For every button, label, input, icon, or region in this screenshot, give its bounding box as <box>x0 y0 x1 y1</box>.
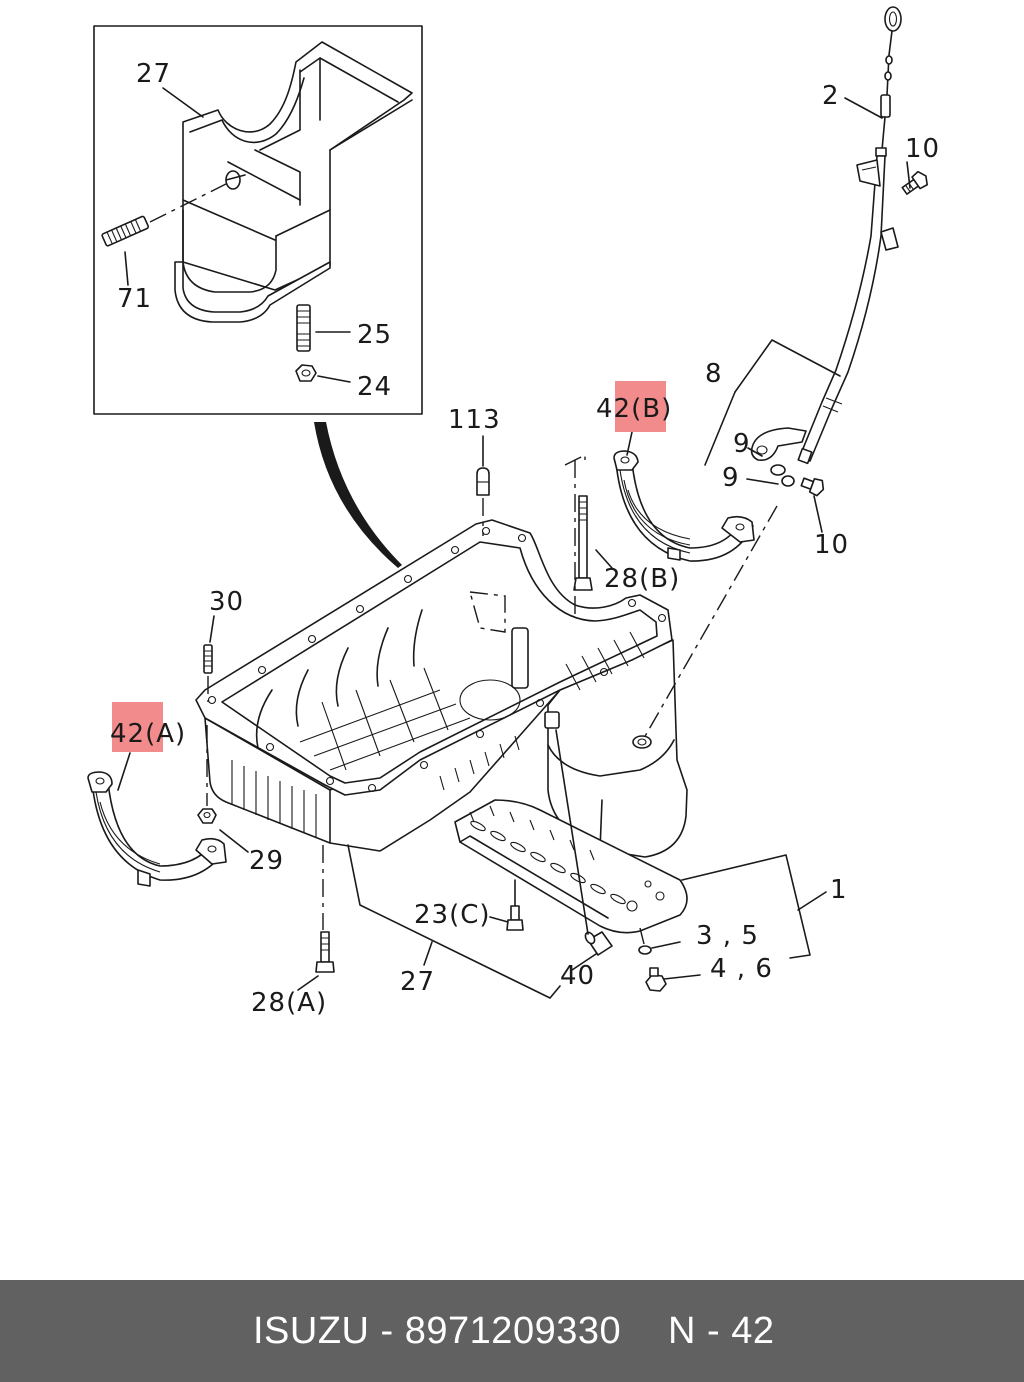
callout-4-6: 4 , 6 <box>710 954 773 984</box>
callout-3-5: 3 , 5 <box>696 921 759 951</box>
callout-23c: 23(C) <box>414 900 491 930</box>
callout-8: 8 <box>705 359 723 389</box>
parts-diagram: 27 71 25 24 <box>87 6 940 1018</box>
dipstick-drawing <box>797 6 902 465</box>
gasket-42b-drawing <box>613 450 755 562</box>
callout-27-pan: 27 <box>400 967 435 997</box>
bolt-28a-drawing <box>315 931 335 973</box>
washer-3-5-drawing <box>638 945 652 955</box>
footer-page-reference: N - 42 <box>668 1310 775 1352</box>
bolt-23c-drawing <box>506 905 524 931</box>
bracket-8-drawing <box>750 427 807 462</box>
callout-42a: 42(A) <box>110 719 186 749</box>
stud-30-drawing <box>203 644 213 674</box>
callout-40: 40 <box>560 961 595 991</box>
callout-28b: 28(B) <box>604 564 680 594</box>
callout-inset-71: 71 <box>117 284 152 314</box>
callout-9-lower: 9 <box>722 463 740 493</box>
callout-2: 2 <box>822 81 840 111</box>
leader-lines <box>117 97 911 999</box>
callout-113: 113 <box>448 405 501 435</box>
inset-pan-corner <box>174 41 413 323</box>
callout-30: 30 <box>209 587 244 617</box>
tube-bracket <box>856 159 881 187</box>
oil-pan-interior-ribs <box>255 591 645 791</box>
highlight-42a <box>112 702 163 752</box>
footer-part-number: ISUZU - 8971209330 <box>253 1310 622 1352</box>
oil-pan-sump <box>547 639 688 858</box>
dipstick-ring <box>884 6 902 32</box>
callout-10-lower: 10 <box>814 530 849 560</box>
callout-29: 29 <box>249 846 284 876</box>
stud-25-drawing <box>296 304 311 352</box>
plug-113-drawing <box>476 467 490 496</box>
stud-71-centerline <box>149 182 229 223</box>
bolt-40-drawing <box>544 711 613 956</box>
center-lines <box>206 453 778 945</box>
gasket-42a-drawing <box>87 771 227 887</box>
callout-inset-27: 27 <box>136 59 171 89</box>
bolt-10-top-drawing <box>901 170 928 195</box>
callout-10-top: 10 <box>905 134 940 164</box>
oring-9-upper-drawing <box>770 464 786 476</box>
drain-plug-4-6-drawing <box>645 967 667 992</box>
stud-71-drawing <box>101 215 150 247</box>
inset-detail: 27 71 25 24 <box>93 25 423 415</box>
dipstick-hole <box>632 735 652 749</box>
inset-leader-lines <box>124 87 351 383</box>
nut-24-drawing <box>295 364 317 382</box>
flange-bolt-holes <box>207 526 667 793</box>
callout-9-upper: 9 <box>733 429 751 459</box>
inset-connector-arrow <box>314 422 402 568</box>
nut-29-drawing <box>197 808 217 824</box>
oil-pan-flange <box>195 519 673 796</box>
callout-42b: 42(B) <box>596 394 672 424</box>
callout-inset-25: 25 <box>357 320 392 350</box>
highlight-42b <box>615 381 666 432</box>
callout-28a: 28(A) <box>251 988 327 1018</box>
dipstick-handle <box>880 94 891 118</box>
bolt-28b-drawing <box>573 495 593 591</box>
callout-1: 1 <box>830 875 848 905</box>
oil-pan-drawing <box>195 519 688 934</box>
oring-9-lower-drawing <box>781 475 795 487</box>
bolt-10-lower-drawing <box>800 477 825 497</box>
callout-inset-24: 24 <box>357 372 392 402</box>
footer-bar: ISUZU - 8971209330 N - 42 <box>0 1280 1024 1382</box>
dipstick-tube <box>799 155 886 462</box>
